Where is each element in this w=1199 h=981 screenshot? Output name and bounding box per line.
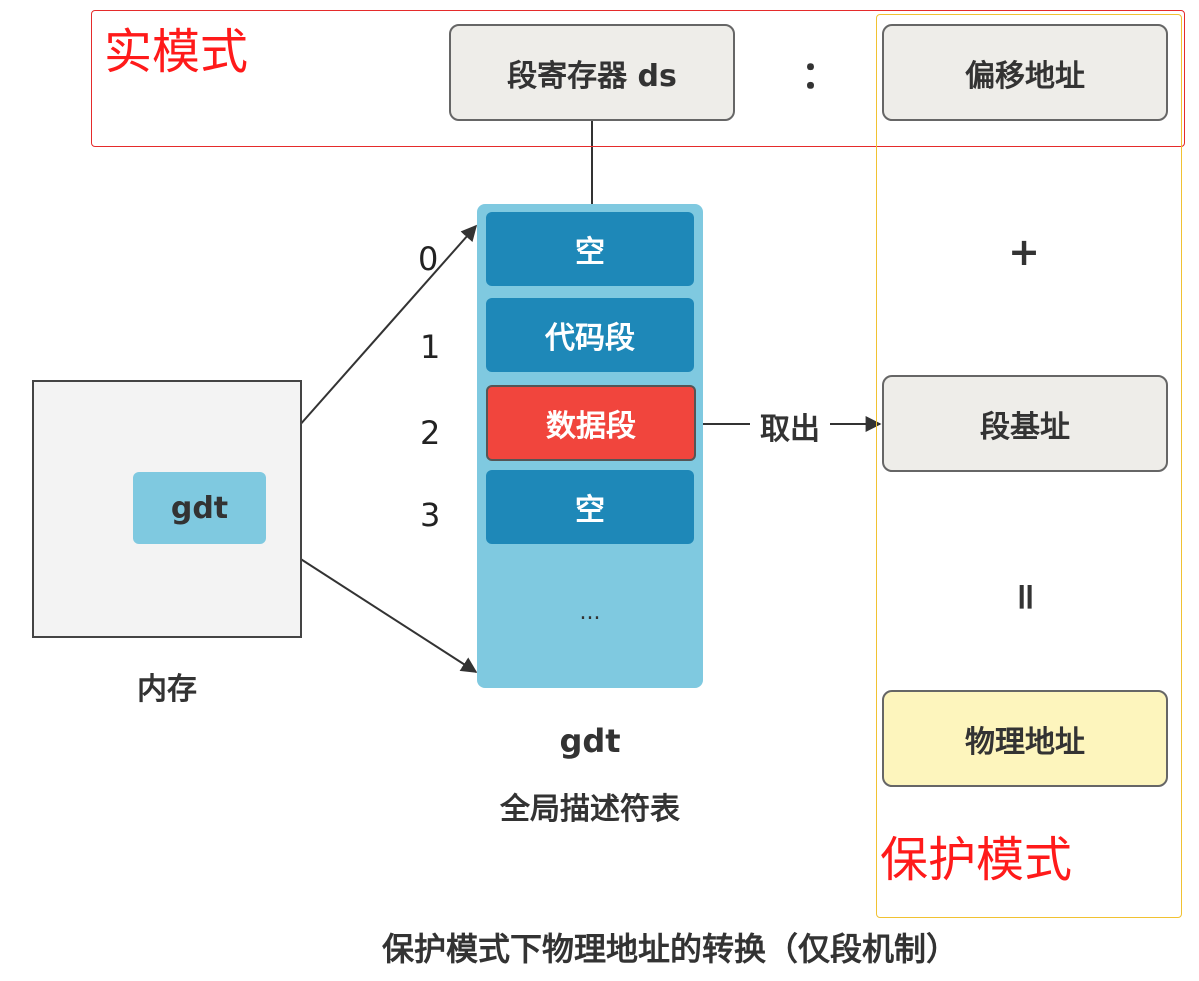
gdt-index-1: 1 (420, 328, 441, 366)
gdt-entry-0: 空 (486, 212, 694, 286)
equals-operator: ॥ (1013, 576, 1035, 617)
real-mode-label: 实模式 (104, 24, 249, 80)
gdt-entry-1: 代码段 (486, 298, 694, 372)
gdt-caption-subtitle: 全局描述符表 (500, 792, 680, 827)
gdt-index-2: 2 (420, 414, 441, 452)
memory-caption: 内存 (137, 672, 197, 707)
offset-address-box: 偏移地址 (882, 24, 1168, 121)
gdt-entry-2-data-segment: 数据段 (486, 385, 696, 461)
gdt-index-0: 0 (418, 240, 439, 278)
gdt-caption-title: gdt (559, 722, 621, 760)
gdt-entry-3: 空 (486, 470, 694, 544)
protected-mode-region (876, 14, 1182, 918)
diagram-title: 保护模式下物理地址的转换（仅段机制） (381, 930, 958, 968)
protected-mode-label: 保护模式 (880, 832, 1073, 888)
real-mode-region (91, 10, 1185, 147)
gdt-index-3: 3 (420, 496, 441, 534)
fetch-label: 取出 (760, 412, 820, 447)
segment-register-ds-box: 段寄存器 ds (449, 24, 735, 121)
physical-address-box: 物理地址 (882, 690, 1168, 787)
segment-base-box: 段基址 (882, 375, 1168, 472)
plus-operator: + (1008, 230, 1040, 274)
memory-gdt-chip: gdt (133, 472, 266, 544)
gdt-ellipsis: ... (579, 600, 601, 625)
colon-separator: ： (800, 53, 839, 97)
